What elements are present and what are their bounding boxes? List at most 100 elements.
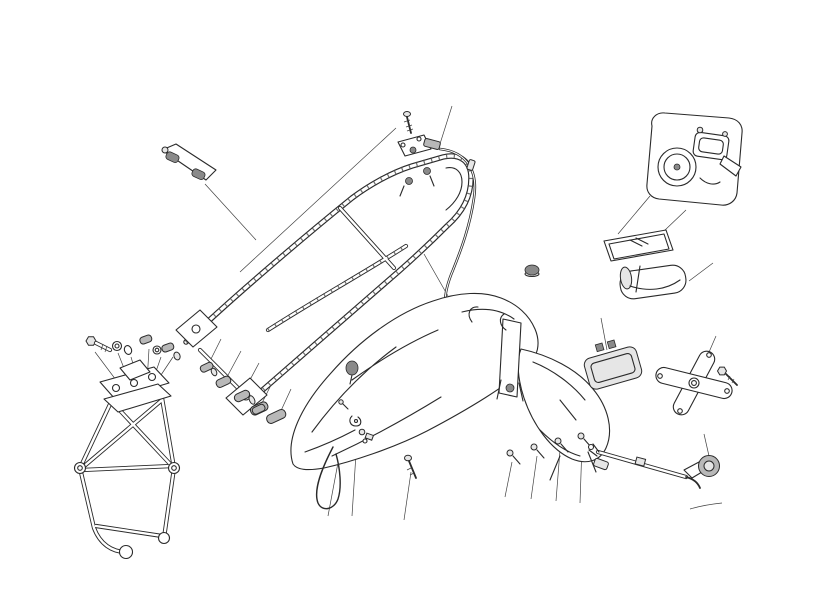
panel-screw: [722, 131, 728, 137]
retainer-clip: [349, 415, 362, 427]
screw-shaft: [560, 443, 569, 453]
front-mount-plate: [175, 309, 218, 348]
fender-bolt-shaft: [408, 460, 417, 479]
spacer-bushings: [199, 361, 287, 424]
rod-end-bend: [685, 476, 701, 489]
bracket-screw: [416, 136, 422, 142]
fender-bolt-head: [404, 454, 412, 462]
lock-lever: [719, 155, 742, 177]
tie-rod-assembly: [587, 443, 720, 489]
tail-support-arms: [549, 451, 597, 481]
lock-barrel: [673, 163, 681, 171]
washer: [123, 345, 133, 355]
cross-end-hole: [657, 373, 663, 379]
bolt-head: [716, 366, 728, 376]
frame-joint-hole: [171, 465, 177, 471]
lock-body-face: [698, 137, 724, 155]
dome-nut-cap: [524, 264, 540, 276]
frame-joint: [167, 461, 181, 475]
cable-adjuster: [466, 159, 476, 171]
lock-ring-inner: [663, 153, 691, 181]
spacer: [161, 342, 175, 353]
cable-bracket: [397, 134, 432, 157]
latch-hook: [699, 177, 721, 185]
manual-logo-mark: [629, 237, 649, 247]
gusset-plate: [119, 359, 151, 381]
washer: [362, 438, 368, 444]
screw-head: [577, 432, 585, 440]
panel-screw: [696, 126, 704, 134]
cross-end-hole: [706, 352, 712, 358]
screw-threads: [403, 119, 414, 132]
screw-shaft: [512, 455, 521, 465]
mounting-bracket: [161, 143, 217, 181]
washer: [152, 345, 162, 355]
pouch-zipper-seam: [629, 265, 681, 293]
bumper-tabs: [399, 175, 435, 197]
plate-hole: [129, 378, 139, 388]
seat-bumper: [423, 167, 431, 175]
screw-shaft: [536, 449, 545, 459]
top-screw: [403, 111, 414, 134]
bracket-end-cap: [161, 146, 169, 154]
bushing: [233, 389, 251, 403]
bushing-washer: [210, 367, 218, 377]
screw-head: [530, 443, 538, 451]
hoop-inner-line: [445, 167, 463, 211]
latch-pin: [505, 383, 515, 393]
nut: [364, 432, 375, 441]
washer-hole: [154, 347, 160, 353]
lock-body: [692, 131, 730, 161]
rubber-pad: [191, 168, 206, 180]
fender-contour-lines: [304, 308, 515, 457]
frame-tubes-inner: [78, 396, 176, 554]
tail-contour-lines: [532, 361, 586, 457]
right-fastener-row: [506, 432, 609, 471]
cross-bracket: [655, 350, 733, 416]
terminal: [606, 339, 617, 350]
bracket-bar: [161, 143, 217, 181]
hex-bolt-shaft-inner: [94, 341, 112, 352]
screw-shaft: [406, 116, 412, 134]
washer: [111, 340, 123, 352]
mount-hole: [191, 324, 201, 334]
latch-spring-hook: [468, 306, 507, 331]
left-fastener-cluster: [85, 334, 181, 361]
bracket-pin: [409, 146, 417, 154]
screw-head: [506, 449, 514, 457]
end-knob-center: [703, 460, 715, 472]
unit-face: [590, 352, 636, 384]
rubber-bumper: [345, 360, 359, 376]
terminal: [594, 342, 605, 353]
small-screw: [338, 399, 344, 405]
long-spacer: [266, 408, 287, 424]
small-screw-shaft: [342, 403, 349, 410]
manual-border: [608, 233, 670, 260]
bracket-screw: [400, 142, 406, 148]
rubber-pad: [165, 151, 180, 163]
bushing: [199, 361, 214, 373]
front-frame-section: [73, 359, 181, 560]
coupler: [593, 457, 609, 471]
bolt-threads: [727, 375, 735, 384]
plate-hole: [147, 372, 157, 382]
unit-body: [583, 346, 643, 390]
manual-cover: [603, 229, 674, 262]
fender-bolt-threads: [406, 467, 415, 476]
cross-end-hole: [677, 408, 683, 414]
pouch-end-cap: [619, 266, 633, 290]
cross-center-hole: [688, 377, 700, 389]
frame-joint: [73, 461, 87, 475]
nut: [173, 351, 181, 361]
bushing-washer: [248, 395, 256, 405]
clip-hole: [353, 418, 359, 424]
frame-joint: [157, 531, 171, 545]
rail-hatch-marks: [184, 153, 474, 411]
engine-mount-plate-rear: [103, 383, 172, 413]
owners-manual: [603, 229, 674, 262]
bolt-shaft: [725, 373, 738, 386]
dome-nut: [524, 264, 540, 277]
spacer: [139, 334, 153, 345]
screw-head: [403, 111, 411, 117]
